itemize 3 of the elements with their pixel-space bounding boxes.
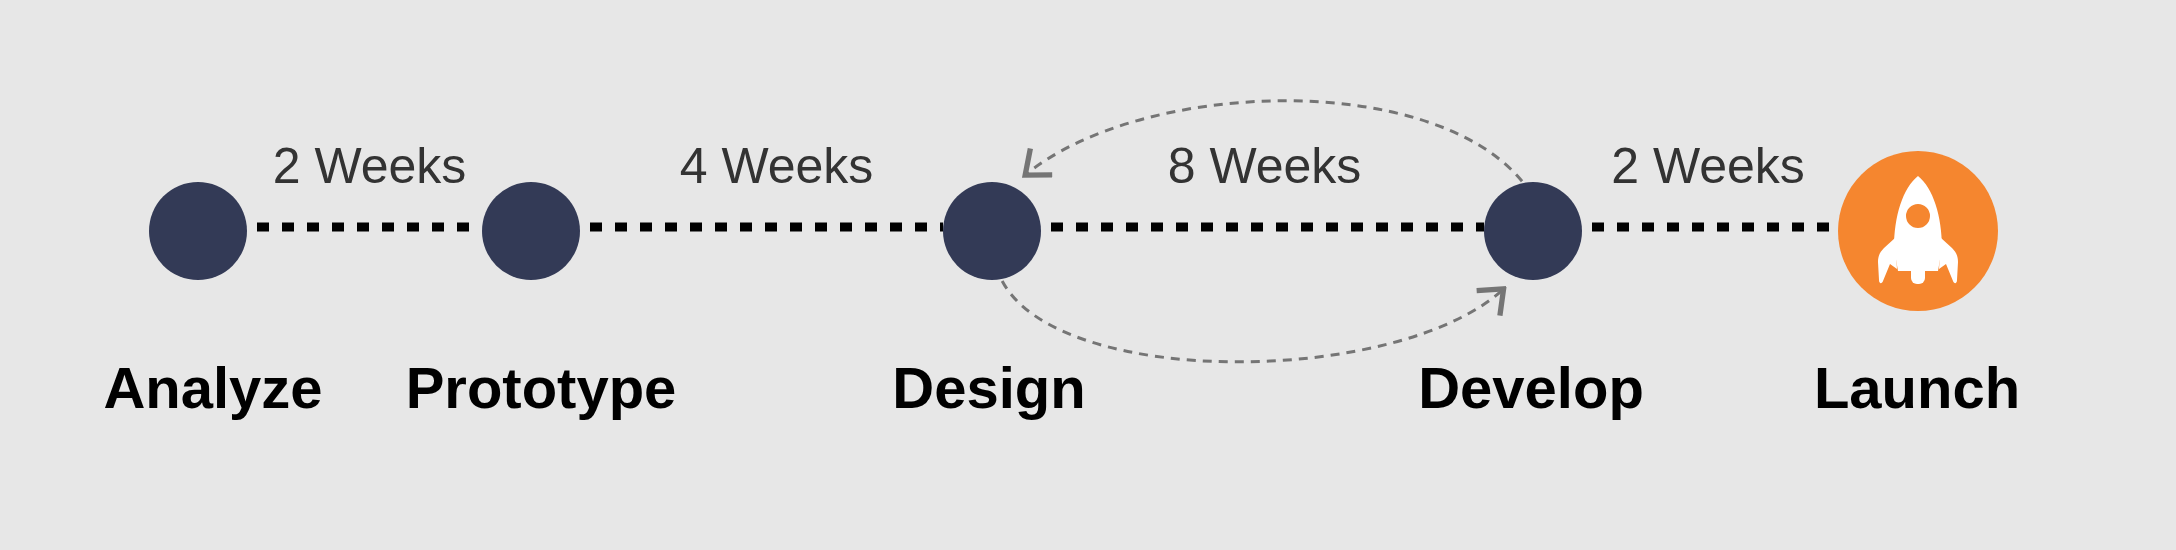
dashed-arrow (1001, 280, 1507, 364)
stage-label: Launch (1813, 359, 2021, 417)
dashed-arrow (1022, 99, 1524, 183)
